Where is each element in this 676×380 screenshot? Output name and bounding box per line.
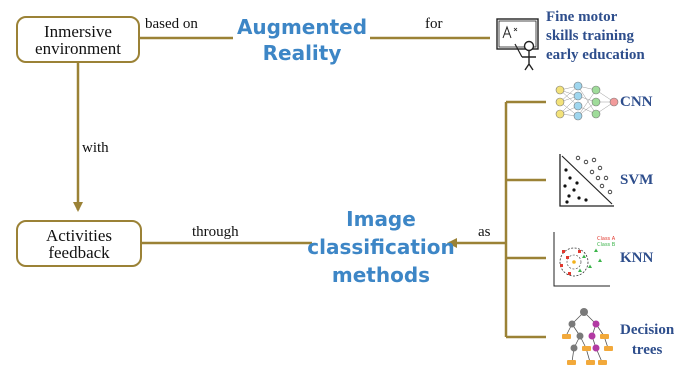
teacher-board-icon [496, 18, 539, 71]
method-label-svm: SVM [620, 172, 654, 188]
svm-scatter-icon [559, 154, 614, 207]
method-label-decision-trees: Decision trees [620, 322, 675, 358]
augmented-reality-title: Augmented Reality [236, 15, 368, 65]
knn-class-a-label: Class A [597, 236, 616, 242]
edge-label-based-on: based on [145, 16, 198, 32]
method-label-cnn: CNN [620, 94, 653, 110]
fine-motor-skills-label: Fine motor skills training early educati… [546, 9, 645, 63]
immersive-environment-node: Inmersive environment [16, 16, 140, 63]
edge-label-as: as [478, 224, 491, 240]
neural-network-icon [555, 81, 619, 121]
image-classification-title: Image classification methods [307, 207, 455, 287]
knn-class-b-label: Class B [597, 242, 616, 248]
activities-feedback-node: Activities feedback [16, 220, 142, 267]
knn-scatter-icon: Class A Class B [553, 232, 616, 287]
edge-label-for: for [425, 16, 443, 32]
edge-label-through: through [192, 224, 239, 240]
edge-label-with: with [82, 140, 109, 156]
decision-tree-icon [562, 308, 613, 365]
method-label-knn: KNN [620, 250, 654, 266]
